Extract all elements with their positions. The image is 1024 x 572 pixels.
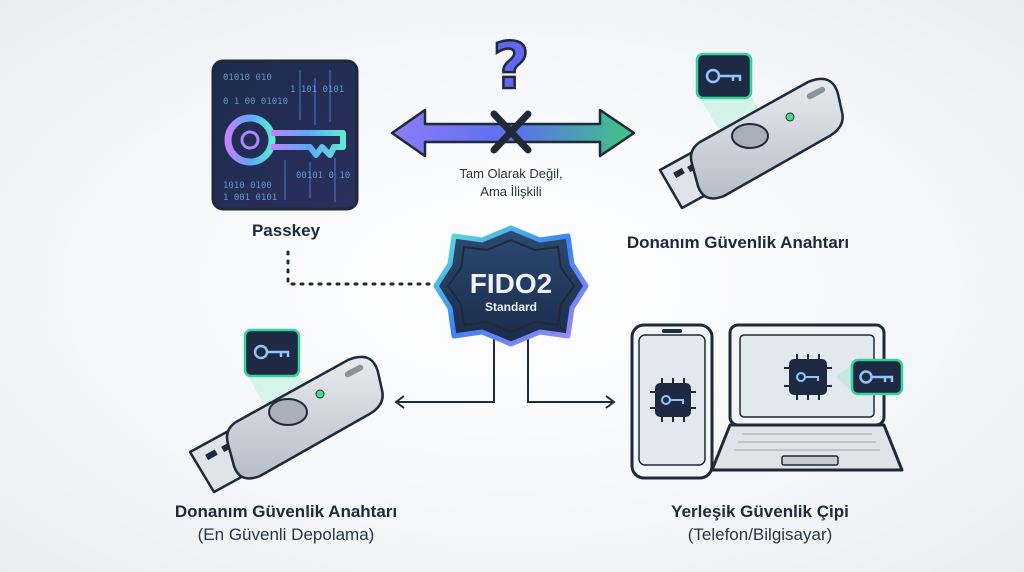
usb-security-key-top [658,52,844,210]
binary-line: 1010 0100 [223,181,272,191]
hw-key-bottom-sublabel: (En Güvenli Depolama) [198,525,375,544]
cross-icon [490,110,532,154]
binary-line: 0 1 00 01010 [223,97,288,107]
fido-to-hwkey-line [398,338,495,403]
fido2-title: FIDO2 [470,268,552,299]
smartphone-icon [630,323,714,480]
chip-sublabel: (Telefon/Bilgisayar) [688,525,833,544]
connectors [286,250,616,409]
usb-security-key-icon [188,355,384,494]
binary-line: 00101 0 10 [296,171,350,181]
usb-security-key-bottom [188,328,384,494]
hw-key-top-label: Donanım Güvenlik Anahtarı [627,233,849,252]
chip-label: Yerleşik Güvenlik Çipi [671,502,849,521]
fido2-subtitle: Standard [485,300,537,314]
fido-to-chip-line [527,338,612,403]
chip-icon [650,378,696,422]
binary-line: 01010 010 [223,73,272,83]
passkey-card: 01010 010 1 101 0101 0 1 00 01010 00101 … [211,59,359,211]
binary-line: 1 101 0101 [290,85,344,95]
hw-key-bottom-label: Donanım Güvenlik Anahtarı [175,502,397,521]
binary-line: 1 001 0101 [223,193,277,203]
chip-icon [784,354,832,400]
passkey-label: Passkey [252,221,321,240]
binary-key-icon: 01010 010 1 101 0101 0 1 00 01010 00101 … [223,70,350,203]
usb-security-key-icon [658,77,844,210]
key-badge-icon [836,358,904,396]
fido2-badge [433,225,589,347]
passkey-to-fido-dotted-line [286,250,444,286]
fido-to-chip-arrowhead [605,395,616,409]
fido-to-hwkey-arrowhead [394,395,405,409]
relation-label-line1: Tam Olarak Değil, [459,166,562,181]
relation-label-line2: Ama İlişkili [480,184,542,199]
question-mark: ? [492,30,529,104]
laptop-icon [710,323,904,472]
